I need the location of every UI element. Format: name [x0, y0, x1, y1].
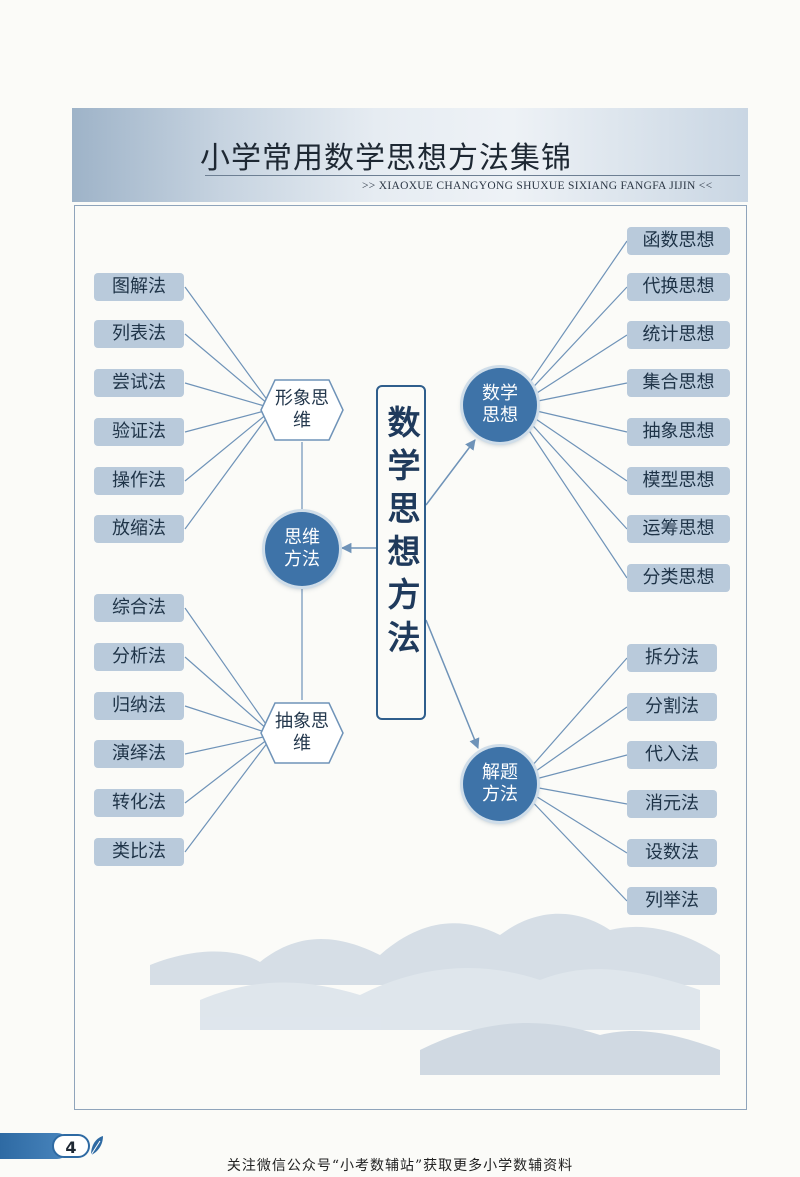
page-number: 4 — [52, 1134, 90, 1158]
method-synthesis: 综合法 — [94, 594, 184, 622]
center-node — [376, 385, 426, 720]
imaginal-thinking-label: 形象思维 — [275, 388, 329, 431]
leaf-icon — [90, 1136, 103, 1156]
method-enumeration: 列举法 — [627, 887, 717, 915]
problem-solving-node: 解题方法 — [463, 747, 537, 821]
thought-abstraction: 抽象思想 — [627, 418, 730, 446]
method-analogy: 类比法 — [94, 838, 184, 866]
problem-solving-label: 解题方法 — [482, 762, 518, 805]
thought-model: 模型思想 — [627, 467, 730, 495]
math-thought-node: 数学思想 — [463, 368, 537, 442]
hexagon-abstract — [260, 702, 344, 764]
mountain-illustration — [150, 913, 720, 1075]
method-elimination: 消元法 — [627, 790, 717, 818]
method-partition: 分割法 — [627, 693, 717, 721]
thought-set: 集合思想 — [627, 369, 730, 397]
method-verification: 验证法 — [94, 418, 184, 446]
method-decomposition: 拆分法 — [627, 644, 717, 672]
title-rule — [205, 175, 740, 176]
thought-function: 函数思想 — [627, 227, 730, 255]
method-substitution: 代入法 — [627, 741, 717, 769]
method-scaling: 放缩法 — [94, 515, 184, 543]
method-graphical: 图解法 — [94, 273, 184, 301]
method-tabulation: 列表法 — [94, 320, 184, 348]
method-induction: 归纳法 — [94, 692, 184, 720]
method-analysis: 分析法 — [94, 643, 184, 671]
thinking-method-node: 思维方法 — [265, 512, 339, 586]
method-assume-number: 设数法 — [627, 839, 717, 867]
method-transformation: 转化法 — [94, 789, 184, 817]
thought-statistics: 统计思想 — [627, 321, 730, 349]
page-subtitle: >> XIAOXUE CHANGYONG SHUXUE SIXIANG FANG… — [362, 180, 713, 192]
hexagon-imaginal — [260, 379, 344, 441]
page-title: 小学常用数学思想方法集锦 — [200, 141, 572, 176]
thinking-method-label: 思维方法 — [284, 527, 320, 570]
thought-classification: 分类思想 — [627, 564, 730, 592]
thought-operations: 运筹思想 — [627, 515, 730, 543]
method-operation: 操作法 — [94, 467, 184, 495]
footer-notice: 关注微信公众号“小考数辅站”获取更多小学数辅资料 — [226, 1158, 574, 1174]
abstract-thinking-label: 抽象思维 — [275, 711, 329, 754]
thought-substitution: 代换思想 — [627, 273, 730, 301]
method-trial: 尝试法 — [94, 369, 184, 397]
math-thought-label: 数学思想 — [482, 383, 518, 426]
header-banner — [72, 108, 748, 202]
diagram-frame — [74, 205, 747, 1110]
center-label: 数学思想方法 — [382, 405, 421, 663]
method-deduction: 演绎法 — [94, 740, 184, 768]
